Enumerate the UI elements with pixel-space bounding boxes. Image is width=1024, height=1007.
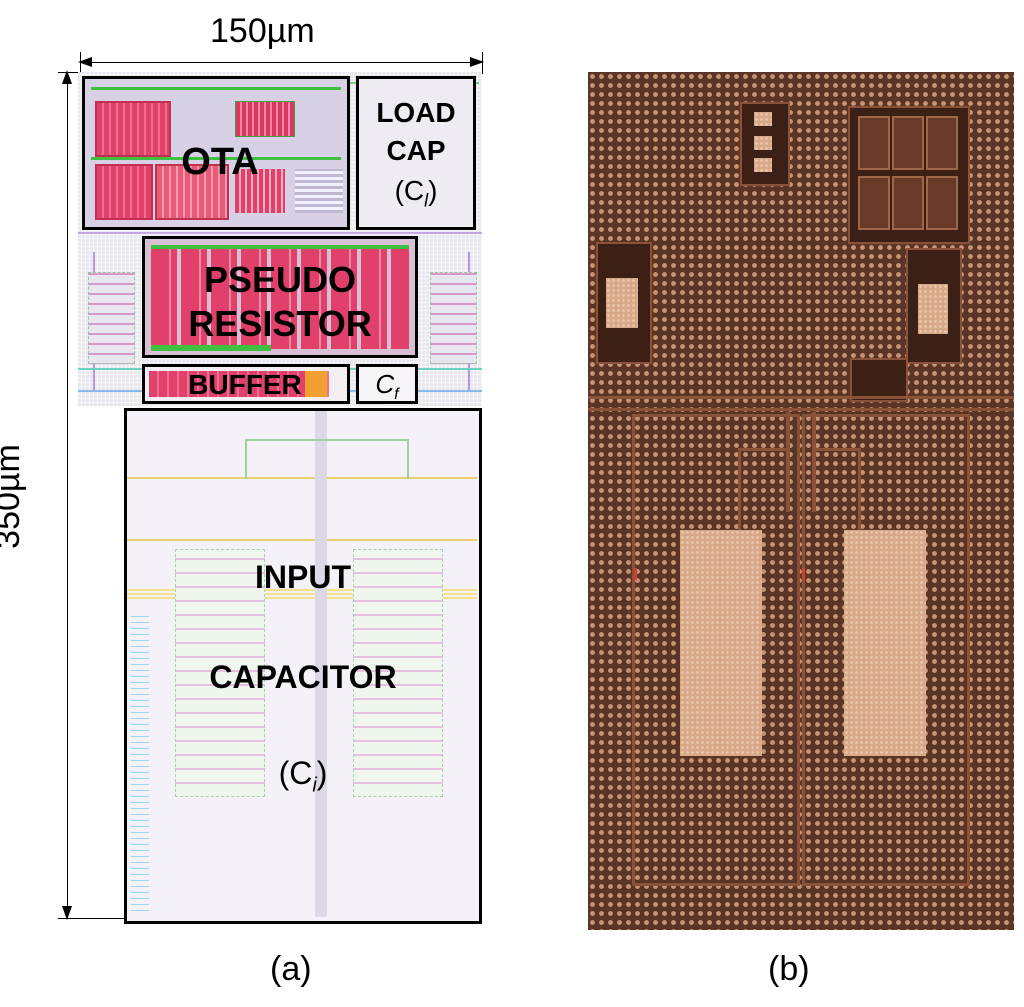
input-cap-left-wiring: [131, 611, 149, 911]
cf-label: Cf: [375, 369, 399, 404]
input-cap-left-plate: [175, 549, 265, 797]
die-photo: [588, 72, 1014, 930]
ota-block: OTA: [82, 76, 350, 230]
height-dimension-label: 350µm: [0, 444, 27, 549]
right-dummy-pads: [430, 272, 477, 364]
input-cap-right-plate: [353, 549, 443, 797]
cf-block: Cf: [356, 364, 418, 404]
height-arrow-down-icon: [62, 906, 72, 920]
load-cap-label-line1: LOAD: [376, 97, 456, 128]
pseudo-resistor-label-line1: PSEUDO: [203, 259, 357, 300]
width-arrow-right-icon: [470, 57, 484, 67]
pseudo-resistor-label-line2: RESISTOR: [188, 303, 372, 344]
input-capacitor-label-line1: INPUT: [255, 559, 351, 595]
panel-b-label: (b): [768, 950, 810, 988]
width-dimension-line: [80, 62, 480, 63]
width-tick-left: [80, 52, 81, 74]
load-cap-block: LOAD CAP (Cl): [356, 76, 476, 230]
height-arrow-up-icon: [62, 70, 72, 84]
buffer-block: BUFFER: [142, 364, 350, 404]
input-capacitor-label-line2: CAPACITOR: [209, 659, 397, 695]
layout-panel: OTA LOAD CAP (Cl) PSEUDO RESISTOR BUFFER…: [78, 72, 488, 932]
right-capacitor-frame: [802, 414, 970, 886]
left-input-capacitor-pad: [680, 530, 762, 756]
width-dimension-label: 150µm: [210, 12, 315, 50]
load-cap-label-line2: CAP: [386, 135, 446, 166]
height-tick-top: [58, 72, 80, 73]
height-dimension-line: [67, 72, 68, 918]
load-cap-symbol: (Cl): [394, 175, 438, 211]
ota-label: OTA: [181, 141, 259, 183]
left-dummy-pads: [88, 272, 135, 364]
width-arrow-left-icon: [78, 57, 92, 67]
height-tick-bottom: [58, 918, 124, 919]
width-tick-right: [482, 52, 483, 74]
right-input-capacitor-pad: [844, 530, 926, 756]
buffer-label: BUFFER: [188, 369, 302, 400]
pseudo-resistor-block: PSEUDO RESISTOR: [142, 236, 418, 358]
left-capacitor-frame: [632, 414, 800, 886]
input-capacitor-symbol: (Ci): [278, 755, 328, 797]
right-small-cap-pad: [918, 284, 948, 334]
input-capacitor-block: INPUT CAPACITOR (Ci): [124, 408, 482, 924]
panel-a-label: (a): [270, 950, 312, 988]
left-small-cap-pad: [606, 278, 638, 328]
